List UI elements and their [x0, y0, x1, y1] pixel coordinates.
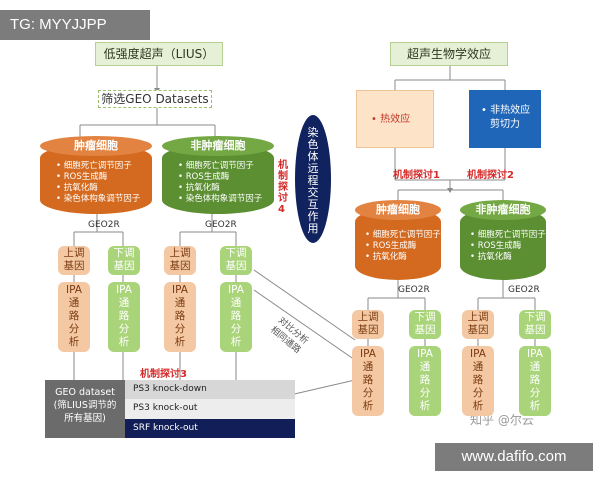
list-item: 细胞死亡调节因子: [178, 161, 262, 172]
right-nontumor-cylinder: 非肿瘤细胞 细胞死亡调节因子 ROS生成酶 抗氧化酶: [460, 200, 546, 280]
knock-row: PS3 knock-down: [125, 380, 295, 399]
up-gene-pill: 上调基因: [164, 246, 196, 275]
geo-dataset-box: GEO dataset (筛LIUS调节的 所有基因): [45, 380, 125, 438]
list-item: ROS生成酶: [56, 172, 140, 183]
right-nontumor-items: 细胞死亡调节因子 ROS生成酶 抗氧化酶: [470, 230, 546, 263]
list-item: 细胞死亡调节因子: [56, 161, 140, 172]
left-tumor-items: 细胞死亡调节因子 ROS生成酶 抗氧化酶 染色体构象调节因子: [56, 161, 141, 205]
geo2r-label: GEO2R: [398, 285, 430, 295]
list-item: 抗氧化酶: [470, 252, 546, 263]
knock-row: PS3 knock-out: [125, 399, 295, 419]
up-gene-pill: 上调基因: [462, 310, 494, 339]
geo2r-label: GEO2R: [205, 220, 237, 230]
list-item: 染色体构象调节因子: [56, 194, 141, 205]
right-tumor-items: 细胞死亡调节因子 ROS生成酶 抗氧化酶: [365, 230, 441, 263]
list-item: 细胞死亡调节因子: [470, 230, 546, 241]
right-nontumor-title: 非肿瘤细胞: [460, 200, 546, 220]
left-nontumor-title: 非肿瘤细胞: [162, 136, 274, 156]
up-gene-pill: 上调基因: [58, 246, 90, 275]
list-item: 染色体构象调节因子: [178, 194, 263, 205]
list-item: 抗氧化酶: [178, 183, 262, 194]
left-title: 低强度超声（LIUS）: [95, 42, 223, 66]
heat-effect-box: • 热效应: [356, 90, 434, 148]
mech4-label: 机制探讨4: [278, 160, 288, 215]
up-gene-pill: 上调基因: [352, 310, 384, 339]
geo2r-label: GEO2R: [508, 285, 540, 295]
list-item: ROS生成酶: [470, 241, 546, 252]
right-title: 超声生物学效应: [390, 42, 508, 66]
left-tumor-cylinder: 肿瘤细胞 细胞死亡调节因子 ROS生成酶 抗氧化酶 染色体构象调节因子: [40, 136, 152, 214]
geo2r-label: GEO2R: [88, 220, 120, 230]
watermark-top: TG: MYYJJPP: [0, 10, 150, 40]
knock-row: SRF knock-out: [125, 419, 295, 438]
filter-box: 筛选GEO Datasets: [98, 90, 212, 108]
left-nontumor-cylinder: 非肿瘤细胞 细胞死亡调节因子 ROS生成酶 抗氧化酶 染色体构象调节因子: [162, 136, 274, 214]
list-item: ROS生成酶: [365, 241, 441, 252]
left-nontumor-items: 细胞死亡调节因子 ROS生成酶 抗氧化酶 染色体构象调节因子: [178, 161, 263, 205]
list-item: 抗氧化酶: [365, 252, 441, 263]
left-tumor-title: 肿瘤细胞: [40, 136, 152, 156]
chromatin-oval: 染色体远程交互作用: [295, 115, 331, 243]
list-item: 细胞死亡调节因子: [365, 230, 441, 241]
mech3-label: 机制探讨3: [140, 369, 187, 380]
down-gene-pill: 下调基因: [220, 246, 252, 275]
right-tumor-title: 肿瘤细胞: [355, 200, 441, 220]
down-gene-pill: 下调基因: [108, 246, 140, 275]
list-item: 抗氧化酶: [56, 183, 140, 194]
watermark-zhihu: 知乎 @尔云: [470, 413, 534, 427]
mech2-label: 机制探讨2: [467, 170, 514, 181]
nonheat-effect-box: • 非热效应 剪切力: [469, 90, 541, 148]
down-gene-pill: 下调基因: [519, 310, 551, 339]
mech1-label: 机制探讨1: [393, 170, 440, 181]
list-item: ROS生成酶: [178, 172, 262, 183]
oval-text: 染色体远程交互作用: [307, 126, 319, 235]
right-tumor-cylinder: 肿瘤细胞 细胞死亡调节因子 ROS生成酶 抗氧化酶: [355, 200, 441, 280]
watermark-bottom: www.dafifo.com: [435, 443, 593, 471]
down-gene-pill: 下调基因: [409, 310, 441, 339]
